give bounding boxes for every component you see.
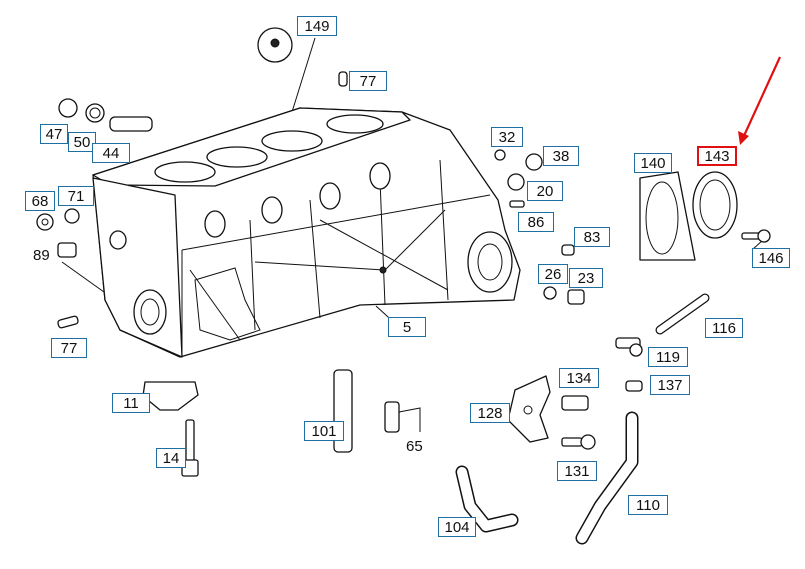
- small-parts: [36, 27, 771, 545]
- callout-131[interactable]: 131: [557, 461, 597, 481]
- callout-128[interactable]: 128: [470, 403, 510, 423]
- callout-77-left[interactable]: 77: [51, 338, 87, 358]
- callout-23[interactable]: 23: [569, 268, 603, 288]
- callout-77-top[interactable]: 77: [349, 71, 387, 91]
- callout-38[interactable]: 38: [543, 146, 579, 166]
- callout-110[interactable]: 110: [628, 495, 668, 515]
- callout-101[interactable]: 101: [304, 421, 344, 441]
- callout-89[interactable]: 89: [33, 247, 50, 264]
- callout-119[interactable]: 119: [648, 347, 688, 367]
- callout-149[interactable]: 149: [297, 16, 337, 36]
- callout-116[interactable]: 116: [705, 318, 743, 338]
- callout-20[interactable]: 20: [527, 181, 563, 201]
- highlight-arrow: [738, 56, 782, 145]
- callout-14[interactable]: 14: [156, 448, 186, 468]
- callout-86[interactable]: 86: [518, 212, 554, 232]
- callout-65[interactable]: 65: [406, 438, 423, 455]
- callout-68[interactable]: 68: [25, 191, 55, 211]
- callout-5[interactable]: 5: [388, 317, 426, 337]
- callout-104[interactable]: 104: [438, 517, 476, 537]
- engine-block: [92, 107, 521, 358]
- callout-26[interactable]: 26: [538, 264, 568, 284]
- callout-134[interactable]: 134: [559, 368, 599, 388]
- callout-143-highlighted[interactable]: 143: [697, 146, 737, 166]
- callout-11[interactable]: 11: [112, 393, 150, 413]
- callout-44[interactable]: 44: [92, 143, 130, 163]
- callout-83[interactable]: 83: [574, 227, 610, 247]
- callout-146[interactable]: 146: [752, 248, 790, 268]
- callout-71[interactable]: 71: [58, 186, 94, 206]
- callout-137[interactable]: 137: [650, 375, 690, 395]
- callout-47[interactable]: 47: [40, 124, 68, 144]
- callout-32[interactable]: 32: [491, 127, 523, 147]
- callout-140[interactable]: 140: [634, 153, 672, 173]
- callout-50[interactable]: 50: [68, 132, 96, 152]
